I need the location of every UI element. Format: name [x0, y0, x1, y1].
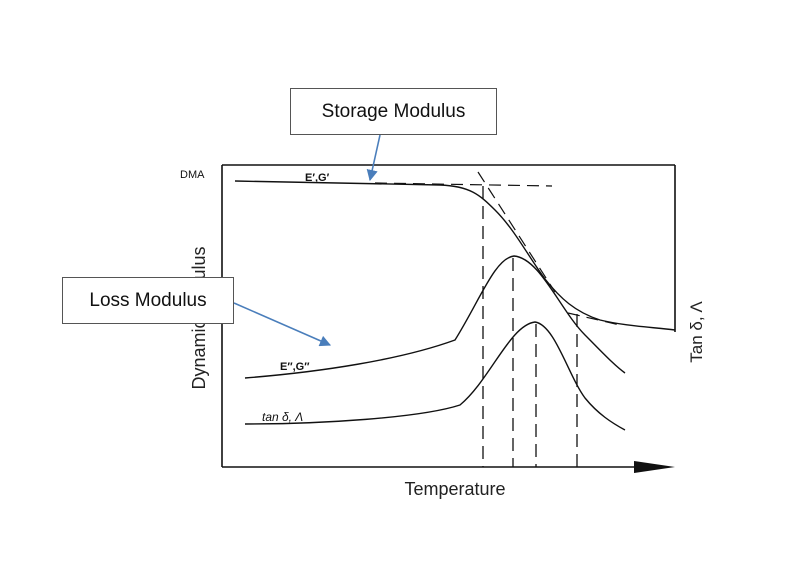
loss-curve-label: E″,G″ [280, 361, 310, 373]
x-axis-label: Temperature [404, 479, 505, 499]
transition-dashed-lines [482, 186, 578, 467]
storage-callout-arrow [366, 134, 381, 182]
dma-label: DMA [180, 169, 205, 181]
loss-modulus-curve [244, 255, 626, 379]
loss-modulus-callout: Loss Modulus [62, 277, 234, 324]
tan-curve-label: tan δ, Λ [262, 410, 303, 424]
loss-callout-arrow [233, 302, 332, 347]
tan-delta-curve [244, 321, 626, 431]
x-axis-arrowhead [634, 461, 675, 473]
storage-curve-label: E′,G′ [305, 172, 330, 184]
storage-tangent-lines [374, 171, 621, 326]
storage-modulus-callout: Storage Modulus [290, 88, 497, 135]
y-axis-right-label: Tan δ, Λ [687, 301, 706, 363]
storage-modulus-curve [234, 180, 676, 331]
